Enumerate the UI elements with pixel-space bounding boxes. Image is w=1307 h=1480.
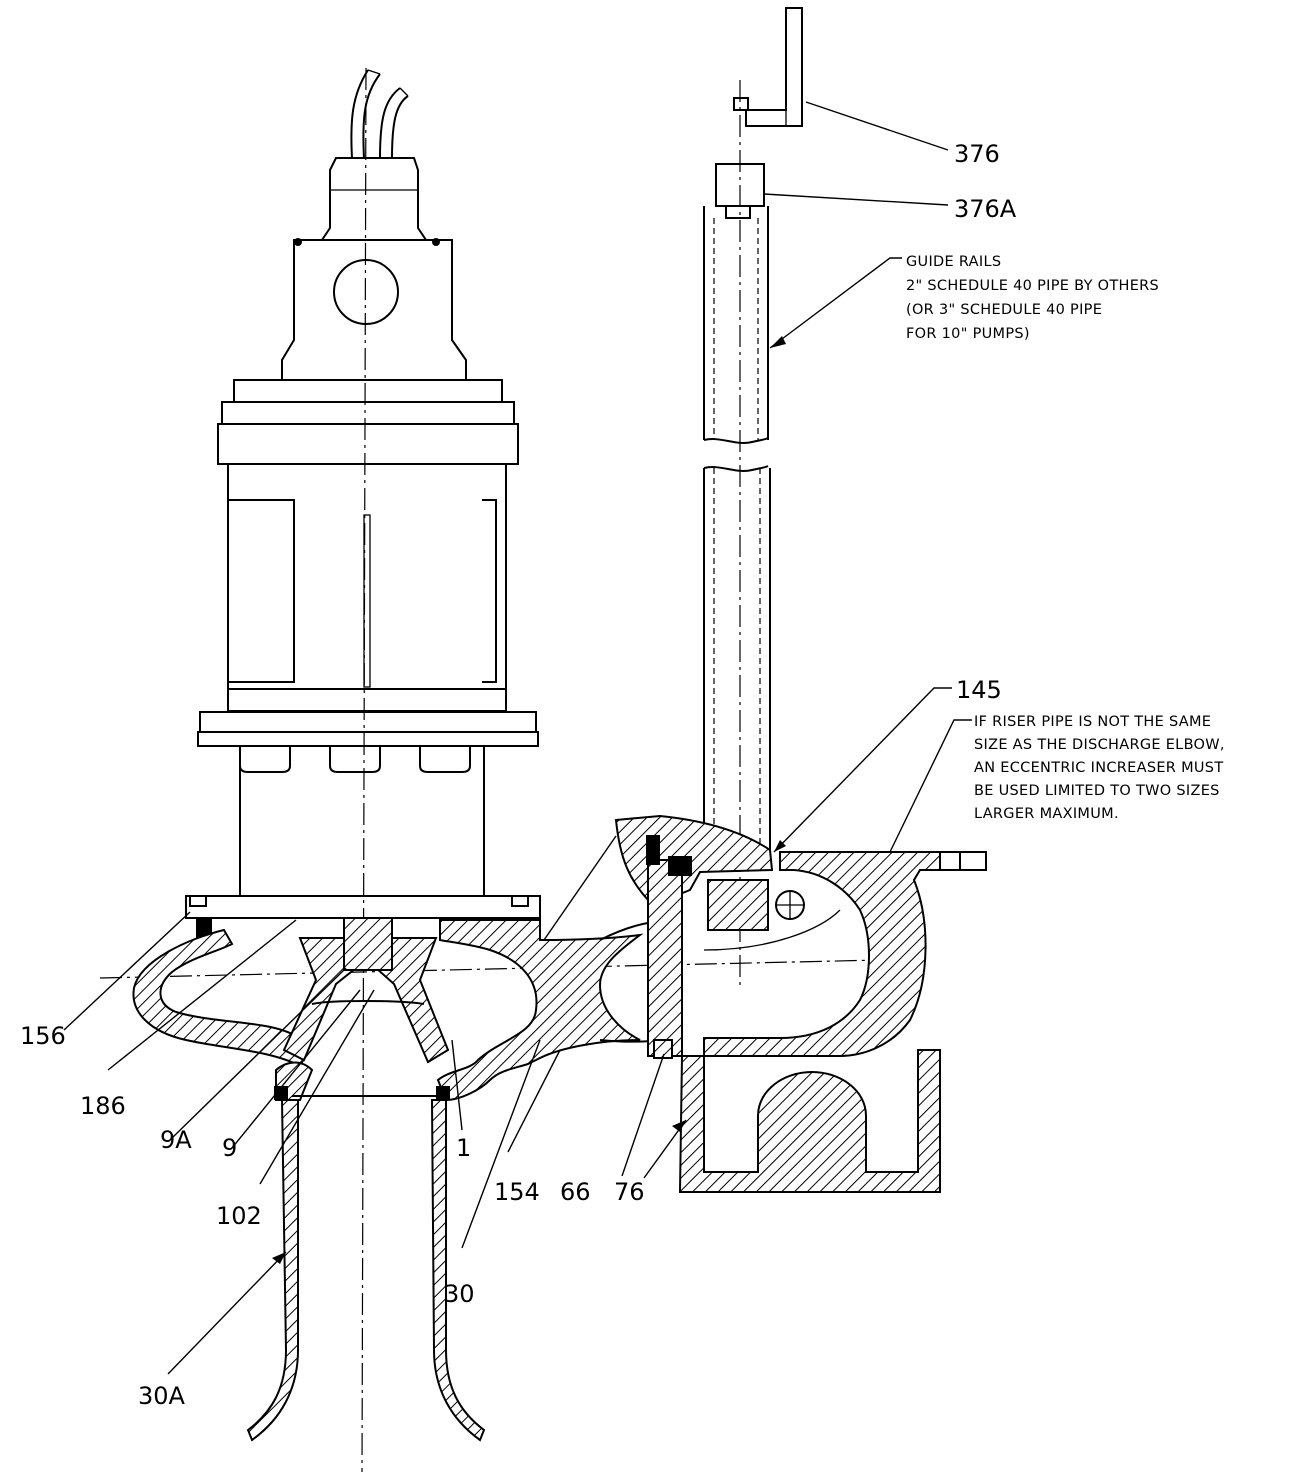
pump-casing [132,895,681,1102]
callout-186: 186 [80,1092,126,1120]
cable-entry-cap [320,157,428,241]
note-riser-pipe-line: IF RISER PIPE IS NOT THE SAME [974,714,1211,730]
callout-154: 154 [494,1178,540,1206]
callout-76: 76 [614,1178,645,1206]
note-guide-rails-line: (OR 3" SCHEDULE 40 PIPE [906,302,1102,318]
callout-9a: 9A [160,1126,192,1154]
callout-145: 145 [956,676,1002,704]
suction-bell [246,1099,486,1442]
callout-156: 156 [20,1022,66,1050]
note-guide-rails-line: GUIDE RAILS [906,254,1001,270]
discharge-elbow [614,814,987,1193]
upper-rail-bracket [745,7,803,127]
callout-30: 30 [444,1280,475,1308]
note-riser-pipe: IF RISER PIPE IS NOT THE SAME SIZE AS TH… [974,714,1225,822]
callout-66: 66 [560,1178,591,1206]
leader-lines [63,101,972,1375]
bearing-housing [239,745,485,897]
callout-376: 376 [954,140,1000,168]
note-guide-rails: GUIDE RAILS 2" SCHEDULE 40 PIPE BY OTHER… [906,254,1159,342]
note-riser-pipe-line: SIZE AS THE DISCHARGE ELBOW, [974,737,1225,753]
note-riser-pipe-line: AN ECCENTRIC INCREASER MUST [974,760,1223,776]
lifting-eye [333,259,399,325]
callout-9: 9 [222,1134,237,1162]
guide-rail [703,7,803,850]
note-guide-rails-line: 2" SCHEDULE 40 PIPE BY OTHERS [906,278,1159,294]
callout-376a: 376A [954,195,1017,223]
note-guide-rails-line: FOR 10" PUMPS) [906,326,1030,342]
note-riser-pipe-line: LARGER MAXIMUM. [974,806,1119,822]
motor-mounting-flange [199,711,537,733]
callout-30a: 30A [138,1382,186,1410]
motor-stator-housing [227,463,507,690]
power-cables [350,69,409,159]
casing-horizontal-centerline [99,959,881,979]
note-riser-pipe-line: BE USED LIMITED TO TWO SIZES [974,783,1220,799]
flange-end [940,851,987,871]
motor [197,69,539,897]
pump-centerline [361,67,367,1473]
callout-102: 102 [216,1202,262,1230]
callout-1: 1 [456,1134,471,1162]
